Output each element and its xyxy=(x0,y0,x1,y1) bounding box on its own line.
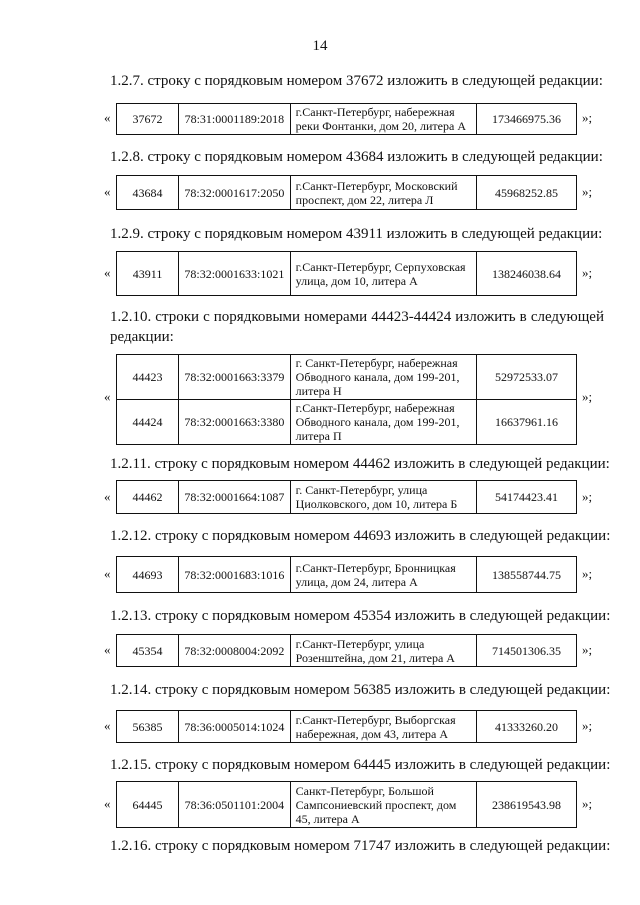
close-quote: »; xyxy=(582,389,593,404)
row-number-cell: 64445 xyxy=(115,781,180,828)
address-cell: г.Санкт-Петербург, Серпуховская улица, д… xyxy=(289,251,477,296)
cadastral-number-cell: 78:32:0001664:1087 xyxy=(178,480,291,514)
row-number-cell: 44693 xyxy=(115,556,180,593)
address-cell: г.Санкт-Петербург, набережная реки Фонта… xyxy=(289,103,477,135)
open-quote: « xyxy=(104,109,111,125)
cadastral-number-cell: 78:36:0501101:2004 xyxy=(178,781,291,828)
open-quote: « xyxy=(104,265,111,280)
value-cell: 138558744.75 xyxy=(475,556,578,593)
address-cell: г.Санкт-Петербург, Московский проспект, … xyxy=(289,175,477,210)
close-quote: »; xyxy=(582,488,593,504)
close-quote: »; xyxy=(582,265,593,280)
address-cell: г.Санкт-Петербург, Бронницкая улица, дом… xyxy=(289,556,477,593)
row-number-cell: 37672 xyxy=(115,103,180,135)
clause-text: 1.2.12. строку с порядковым номером 4469… xyxy=(110,528,611,544)
value-cell: 54174423.41 xyxy=(475,480,578,514)
page-number: 14 xyxy=(312,38,328,54)
open-quote: « xyxy=(104,184,111,199)
clause-text: 1.2.13. строку с порядковым номером 4535… xyxy=(110,608,611,624)
address-cell: Санкт-Петербург, Большой Сампсониевский … xyxy=(289,781,477,828)
cadastral-number-cell: 78:36:0005014:1024 xyxy=(178,710,291,743)
clause-text: 1.2.8. строку с порядковым номером 43684… xyxy=(110,149,603,165)
cadastral-number-cell: 78:31:0001189:2018 xyxy=(178,103,291,135)
open-quote: « xyxy=(104,488,111,504)
close-quote: »; xyxy=(582,109,593,125)
open-quote: « xyxy=(104,566,111,581)
close-quote: »; xyxy=(582,796,593,811)
value-cell: 45968252.85 xyxy=(475,175,578,210)
address-cell: г. Санкт-Петербург, улица Циолковского, … xyxy=(289,480,477,514)
cadastral-number-cell: 78:32:0001663:3379 xyxy=(178,354,291,400)
close-quote: »; xyxy=(582,184,593,199)
value-cell: 52972533.07 xyxy=(475,354,578,400)
clause-text: 1.2.11. строку с порядковым номером 4446… xyxy=(110,456,610,472)
open-quote: « xyxy=(104,796,111,811)
cadastral-number-cell: 78:32:0001663:3380 xyxy=(178,399,291,445)
value-cell: 238619543.98 xyxy=(475,781,578,828)
address-cell: г. Санкт-Петербург, набережная Обводного… xyxy=(289,354,477,400)
open-quote: « xyxy=(104,642,111,657)
clause-text: 1.2.16. строку с порядковым номером 7174… xyxy=(110,838,611,854)
cadastral-number-cell: 78:32:0001617:2050 xyxy=(178,175,291,210)
cadastral-number-cell: 78:32:0001683:1016 xyxy=(178,556,291,593)
row-number-cell: 56385 xyxy=(115,710,180,743)
clause-text: 1.2.14. строку с порядковым номером 5638… xyxy=(110,682,611,698)
open-quote: « xyxy=(104,389,111,404)
value-cell: 41333260.20 xyxy=(475,710,578,743)
address-cell: г.Санкт-Петербург, Выборгская набережная… xyxy=(289,710,477,743)
row-number-cell: 43684 xyxy=(115,175,180,210)
row-number-cell: 44423 xyxy=(115,354,180,400)
value-cell: 138246038.64 xyxy=(475,251,578,296)
clause-text: 1.2.7. строку с порядковым номером 37672… xyxy=(110,73,603,89)
close-quote: »; xyxy=(582,566,593,581)
value-cell: 16637961.16 xyxy=(475,399,578,445)
row-number-cell: 45354 xyxy=(115,634,180,667)
clause-text: 1.2.15. строку с порядковым номером 6444… xyxy=(110,757,611,773)
open-quote: « xyxy=(104,718,111,733)
close-quote: »; xyxy=(582,642,593,657)
cadastral-number-cell: 78:32:0008004:2092 xyxy=(178,634,291,667)
row-number-cell: 44462 xyxy=(115,480,180,514)
row-number-cell: 43911 xyxy=(115,251,180,296)
cadastral-number-cell: 78:32:0001633:1021 xyxy=(178,251,291,296)
clause-text: 1.2.10. строки с порядковыми номерами 44… xyxy=(110,309,604,345)
clause-text: 1.2.9. строку с порядковым номером 43911… xyxy=(110,226,603,242)
row-number-cell: 44424 xyxy=(115,399,180,445)
value-cell: 714501306.35 xyxy=(475,634,578,667)
close-quote: »; xyxy=(582,718,593,733)
address-cell: г.Санкт-Петербург, набережная Обводного … xyxy=(289,399,477,445)
value-cell: 173466975.36 xyxy=(475,103,578,135)
address-cell: г.Санкт-Петербург, улица Розенштейна, до… xyxy=(289,634,477,667)
